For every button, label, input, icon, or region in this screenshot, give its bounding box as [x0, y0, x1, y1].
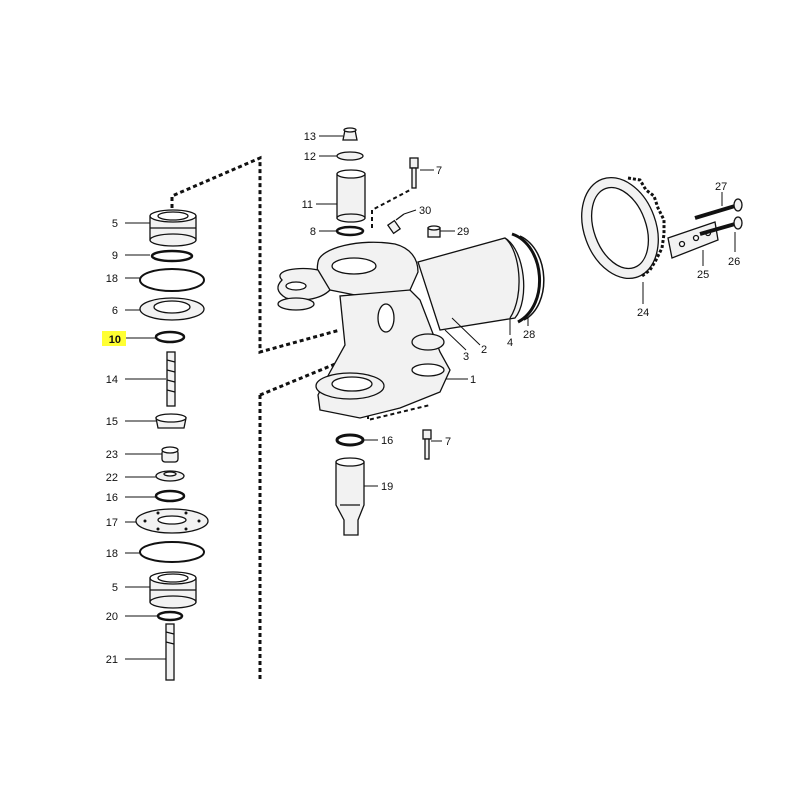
callout-label: 16 — [106, 492, 118, 504]
callout-highlight — [102, 331, 126, 346]
callouts-center: 13 12 11 8 7 30 29 3 2 4 28 1 16 7 19 — [302, 131, 536, 493]
callout-label: 6 — [112, 305, 118, 317]
washer-12 — [336, 151, 364, 161]
left-parts-stack — [135, 209, 209, 681]
callout-label: 5 — [112, 218, 118, 230]
retainer-25 — [667, 221, 719, 259]
callout-label: 18 — [106, 273, 118, 285]
washer-20 — [156, 610, 184, 622]
stud-14 — [166, 351, 176, 407]
callout-label: 23 — [106, 449, 118, 461]
callout-label: 7 — [436, 165, 442, 177]
cap-13 — [342, 127, 358, 141]
pin-21 — [165, 623, 175, 681]
callout-label: 1 — [470, 374, 476, 386]
ring-9 — [150, 249, 194, 263]
callout-label: 25 — [697, 269, 709, 281]
callout-label: 13 — [304, 131, 316, 143]
callout-label: 16 — [381, 435, 393, 447]
bushing-11 — [336, 169, 366, 223]
callout-label: 9 — [112, 250, 118, 262]
callout-label: 27 — [715, 181, 727, 193]
flange-17 — [135, 508, 209, 534]
callout-label: 18 — [106, 548, 118, 560]
callout-label: 29 — [457, 226, 469, 238]
callouts-left: 5 9 18 6 10 14 15 23 22 16 17 18 5 20 21 — [102, 218, 126, 666]
callout-label-highlighted[interactable]: 10 — [109, 334, 121, 346]
callout-label: 21 — [106, 654, 118, 666]
callouts-right: 27 26 25 24 — [637, 181, 740, 319]
callout-label: 2 — [481, 344, 487, 356]
washer-10 — [154, 330, 186, 344]
ring-8 — [335, 225, 365, 237]
grease-fitting-30 — [386, 213, 405, 235]
nut-23 — [161, 446, 179, 463]
plug-29 — [427, 225, 441, 238]
center-upper-stack — [335, 127, 366, 237]
ring-16-center — [335, 433, 365, 447]
callout-label: 3 — [463, 351, 469, 363]
callout-label: 30 — [419, 205, 431, 217]
callout-label: 14 — [106, 374, 118, 386]
callout-label: 15 — [106, 416, 118, 428]
cup-15 — [155, 413, 187, 429]
callout-label: 8 — [310, 226, 316, 238]
ring-gear-24 — [581, 176, 666, 280]
bolt-7-bottom — [422, 429, 432, 460]
callout-label: 11 — [302, 199, 313, 211]
callout-label: 22 — [106, 472, 118, 484]
seal-plate-6 — [139, 297, 205, 321]
callout-label: 4 — [507, 337, 513, 349]
steering-knuckle-1 — [277, 232, 545, 419]
callout-label: 17 — [106, 517, 118, 529]
callout-label: 26 — [728, 256, 740, 268]
bolt-27 — [694, 198, 743, 220]
washer-22 — [155, 470, 185, 482]
callout-label: 20 — [106, 611, 118, 623]
bearing-5-bottom — [149, 571, 197, 609]
bolt-26 — [699, 216, 743, 236]
callout-label: 5 — [112, 582, 118, 594]
kingpin-19 — [335, 457, 365, 536]
callout-label: 12 — [304, 151, 316, 163]
bolt-7-top — [409, 157, 419, 189]
assembly-dashed-lines — [170, 155, 431, 680]
ring-16-left — [154, 489, 186, 503]
bearing-5-top — [149, 209, 197, 247]
o-ring-18-bottom — [139, 541, 205, 563]
callout-label: 24 — [637, 307, 649, 319]
callout-label: 19 — [381, 481, 393, 493]
leader-lines — [125, 135, 736, 660]
o-ring-18-top — [139, 268, 205, 292]
callout-label: 28 — [523, 329, 535, 341]
callout-label: 7 — [445, 436, 451, 448]
